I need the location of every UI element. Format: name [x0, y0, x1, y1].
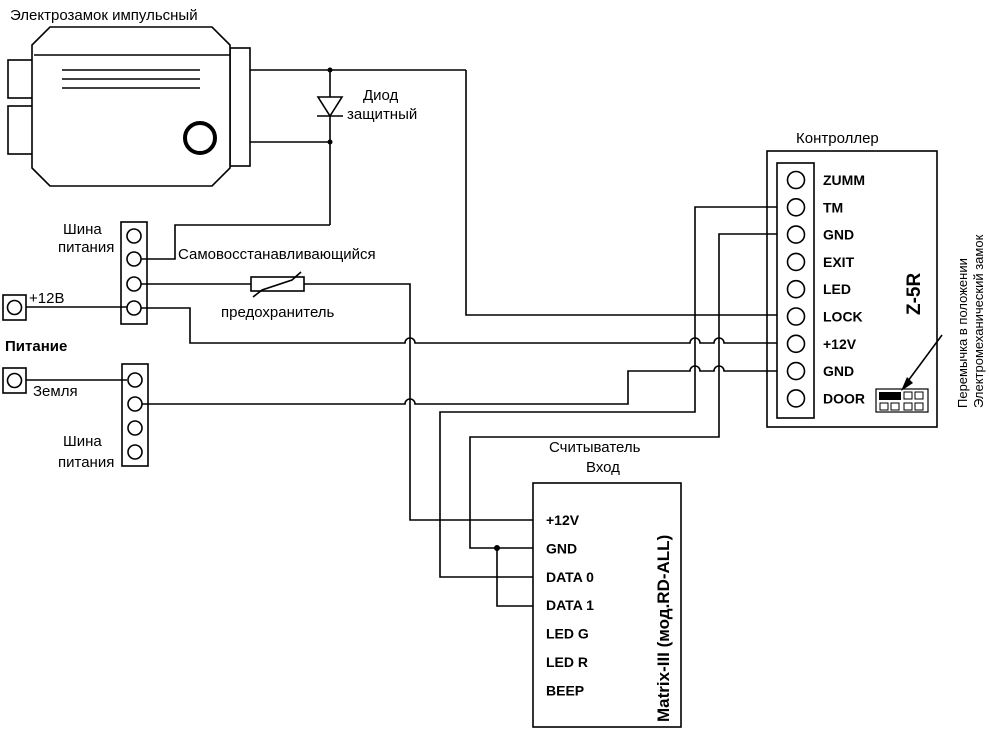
terminal-led-screw — [786, 279, 806, 299]
terminal-label: +12V — [823, 336, 857, 352]
reader-model: Matrix-III (мод.RD-ALL) — [654, 535, 673, 722]
jumper-note: Электромеханический замок — [971, 234, 986, 408]
terminal-lock-screw — [786, 307, 806, 326]
reader-pin-label: LED R — [546, 654, 588, 670]
reader-title: Считыватель — [549, 439, 641, 456]
diode-label: защитный — [347, 106, 417, 123]
power-bus-bottom — [121, 363, 149, 467]
terminal-tm-screw — [786, 198, 806, 217]
reader-pin-label: +12V — [546, 512, 580, 528]
resettable-fuse: Самовосстанавливающийся предохранитель — [178, 246, 376, 321]
terminal-label: ZUMM — [823, 172, 865, 188]
reader: Считыватель Вход +12V GND DATA 0 DATA 1 LED … — [532, 439, 682, 728]
reader-pin-label: DATA 0 — [546, 569, 594, 585]
ground-label: Земля — [33, 383, 78, 400]
jumper — [875, 388, 929, 413]
reader-pin-label: LED G — [546, 626, 589, 642]
terminal-gnd-screw — [786, 361, 806, 381]
lock-title: Электрозамок импульсный — [10, 7, 198, 24]
plus-label: +12В — [29, 290, 64, 307]
reader-pin-label: DATA 1 — [546, 597, 594, 613]
reader-pin-label: BEEP — [546, 682, 584, 698]
power-section: +12В Питание Земля Шина питания Шина пит… — [2, 221, 149, 471]
terminal-12v-screw — [786, 334, 806, 354]
terminal-exit-screw — [786, 252, 806, 272]
ground-terminal — [2, 367, 27, 394]
terminal-label: LOCK — [823, 309, 863, 325]
controller: Контроллер ZUMM TM GND EXIT LED LOCK +12V GND DO… — [766, 130, 986, 428]
controller-model: Z-5R — [904, 273, 925, 316]
terminal-door-screw — [786, 389, 806, 408]
terminal-label: EXIT — [823, 254, 855, 270]
wires — [26, 70, 777, 607]
terminal-gnd-screw — [786, 225, 806, 244]
jumper-note: Перемычка в положении — [955, 258, 970, 408]
reader-title: Вход — [586, 459, 620, 476]
bus-top-label: Шина — [63, 221, 102, 238]
plus-terminal — [2, 294, 27, 321]
reader-pin-label: GND — [546, 540, 577, 556]
bus-top-label: питания — [58, 239, 114, 256]
bus-bottom-label: питания — [58, 454, 114, 471]
fuse-label: Самовосстанавливающийся — [178, 246, 376, 263]
terminal-label: DOOR — [823, 390, 865, 406]
terminal-label: LED — [823, 281, 851, 297]
controller-title: Контроллер — [796, 130, 879, 147]
bus-bottom-label: Шина — [63, 433, 102, 450]
terminal-label: TM — [823, 199, 843, 215]
terminal-label: GND — [823, 227, 854, 243]
protective-diode: Диод защитный — [250, 67, 466, 225]
power-label: Питание — [5, 338, 67, 355]
diode-label: Диод — [363, 87, 399, 104]
terminal-zumm-screw — [786, 170, 806, 190]
terminal-label: GND — [823, 363, 854, 379]
fuse-label: предохранитель — [221, 304, 335, 321]
electric-lock: Электрозамок импульсный — [7, 7, 251, 187]
